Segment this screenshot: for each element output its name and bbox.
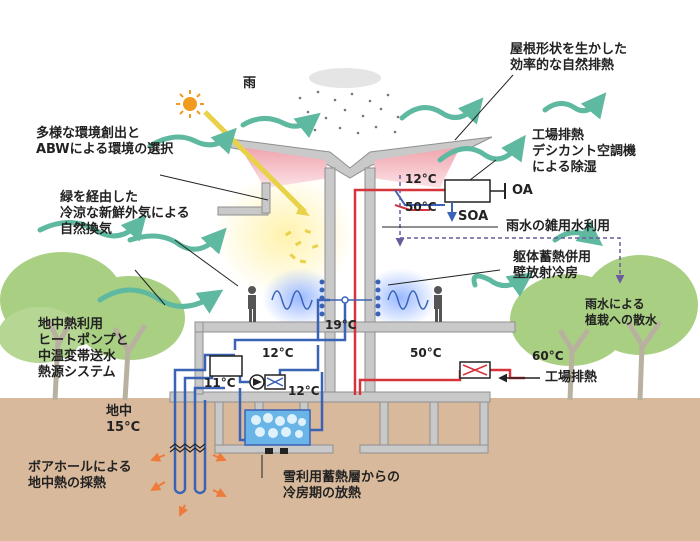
- temp-12-mid: 12°C: [262, 346, 294, 360]
- temp-19: 19°C: [325, 318, 357, 332]
- cloud: [309, 68, 381, 88]
- label-diverse-env: 多様な環境創出と ABWによる環境の選択: [36, 126, 174, 157]
- temp-12-low: 12°C: [288, 384, 320, 398]
- label-radiant-cooling: 躯体蓄熱併用 壁放射冷房: [513, 250, 592, 281]
- temp-50-mid: 50°C: [410, 346, 442, 360]
- desiccant-unit: [444, 179, 491, 203]
- label-oa: OA: [512, 183, 533, 198]
- ground: [0, 398, 700, 541]
- label-geo-heatpump: 地中熱利用 ヒートポンプと 中温変帯送水 熱源システム: [38, 317, 129, 380]
- temp-11: 11°C: [204, 376, 236, 390]
- person-left: [248, 286, 256, 322]
- radiant-panel-right: [375, 279, 381, 317]
- snow-storage-tank: [244, 409, 311, 454]
- person-right: [434, 286, 442, 322]
- label-green-ventilation: 緑を経由した 冷涼な新鮮外気による 自然換気: [60, 190, 190, 237]
- callout-lines: [134, 74, 514, 478]
- label-rain: 雨: [243, 76, 257, 91]
- sun-icon: [176, 90, 204, 118]
- trees-right: [510, 255, 698, 401]
- borehole-heat-arrows: [150, 452, 227, 517]
- label-planting-sprinkle: 雨水による 植栽への散水: [585, 297, 658, 327]
- label-soa: SOA: [458, 209, 489, 224]
- temp-60: 60°C: [532, 349, 564, 363]
- rainwater-lines: [395, 175, 625, 284]
- label-roof-exhaust: 屋根形状を生かした 効率的な自然排熱: [510, 42, 628, 73]
- label-rainwater-reuse: 雨水の雑用水利用: [506, 219, 611, 234]
- radiant-wave-left: [271, 290, 313, 310]
- temp-12-top: 12°C: [405, 172, 437, 186]
- heat-pump-unit: [209, 355, 243, 377]
- label-underground-temp: 地中 15°C: [106, 404, 141, 435]
- label-snow-storage: 雪利用蓄熱層からの 冷房期の放熱: [283, 470, 401, 501]
- rain-drops: [298, 90, 400, 135]
- label-factory-desiccant: 工場排熱 デシカント空調機 による除湿: [532, 128, 637, 175]
- pump-icon: [249, 374, 265, 390]
- temp-50-top: 50°C: [405, 200, 437, 214]
- pipe-break-marks: [169, 443, 206, 453]
- light-particles: [284, 229, 319, 264]
- label-borehole: ボアホールによる 地中熱の採熱: [28, 460, 132, 491]
- borehole-pipes: [173, 400, 207, 495]
- radiant-panel-left: [319, 279, 325, 317]
- label-factory-heat: 工場排熱: [545, 370, 598, 385]
- radiant-wave-right: [387, 290, 429, 310]
